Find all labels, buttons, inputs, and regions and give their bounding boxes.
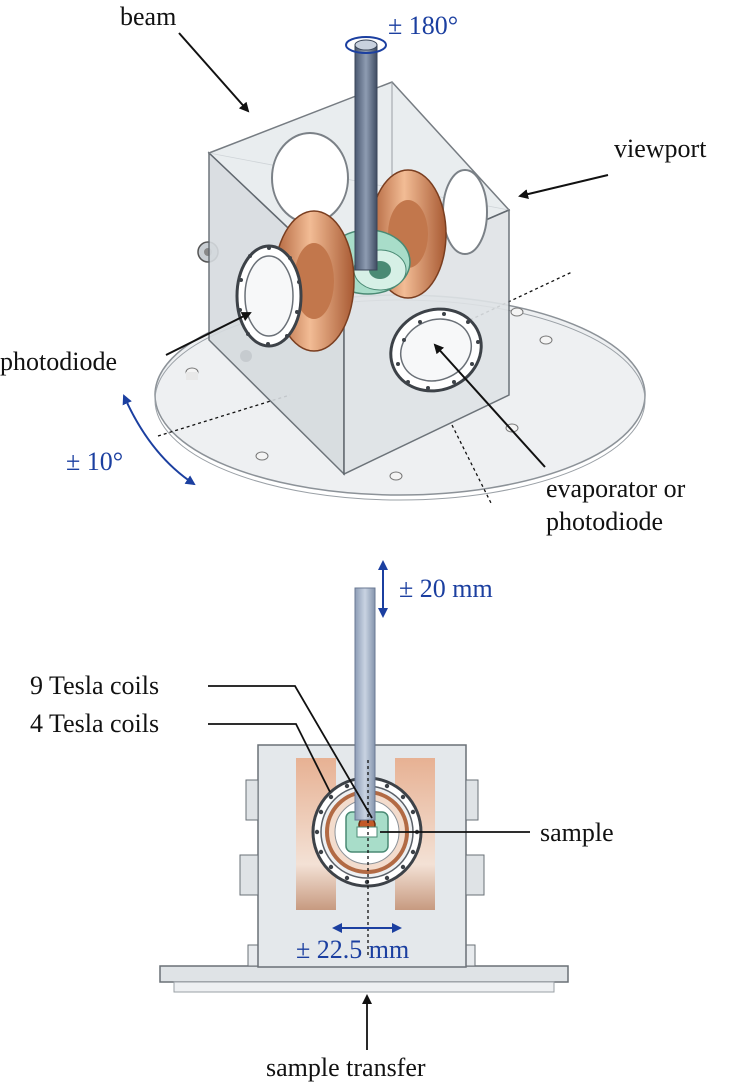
manipulator-rod	[354, 44, 378, 271]
label-tilt: ± 10°	[66, 447, 123, 476]
front-rod	[354, 587, 376, 821]
label-coils-4t: 4 Tesla coils	[30, 709, 159, 738]
label-sample-transfer: sample transfer	[266, 1053, 426, 1082]
front-base-plate	[159, 965, 569, 983]
front-view	[159, 560, 569, 993]
back-port-left	[271, 132, 349, 224]
back-port-right	[442, 169, 488, 255]
label-evaporator-2: photodiode	[546, 507, 663, 536]
label-coils-9t: 9 Tesla coils	[30, 671, 159, 700]
isometric-view	[122, 36, 646, 506]
bottom-leaders	[208, 685, 530, 1050]
label-vertical-travel: ± 20 mm	[399, 574, 493, 603]
label-sample: sample	[540, 818, 614, 847]
label-beam: beam	[120, 2, 176, 31]
plate-bolts	[185, 307, 553, 481]
rotation-arrow	[345, 36, 387, 54]
tilt-arc	[122, 394, 196, 486]
label-viewport: viewport	[614, 134, 707, 163]
label-photodiode: photodiode	[0, 347, 117, 376]
top-leaders	[165, 32, 609, 468]
label-rotation: ± 180°	[388, 11, 458, 40]
label-evaporator-1: evaporator or	[546, 474, 686, 503]
label-horizontal-travel: ± 22.5 mm	[296, 935, 409, 964]
